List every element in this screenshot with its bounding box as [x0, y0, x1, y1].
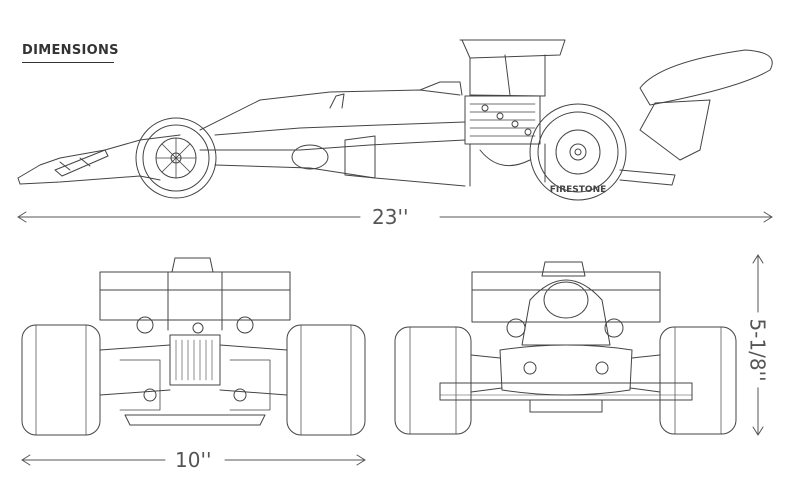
airbox-top	[459, 39, 566, 59]
front-wing	[54, 149, 109, 177]
rear-right-tire	[286, 324, 366, 436]
rear-view-airbox	[171, 257, 214, 273]
length-label: 23''	[366, 205, 415, 229]
exhaust-pipes	[469, 143, 546, 187]
width-label: 10''	[169, 448, 218, 472]
side-view: FIRESTONE	[17, 39, 773, 201]
front-view	[394, 261, 737, 435]
rear-wing	[639, 49, 773, 106]
rear-wing-endplate	[639, 99, 711, 161]
nose-upper-line	[17, 134, 181, 179]
page-title: DIMENSIONS	[22, 43, 119, 58]
body-bottom-line	[214, 164, 466, 187]
front-wheel-side	[135, 117, 217, 199]
tire-brand-label: FIRESTONE	[550, 185, 607, 195]
rear-wheel-side	[529, 103, 627, 201]
number-roundel	[291, 144, 329, 170]
radiator-grille	[169, 334, 221, 386]
rear-view-wing	[99, 271, 291, 321]
sidepod-inlet	[344, 135, 376, 179]
engine-block	[464, 95, 541, 145]
front-suspension	[470, 354, 661, 393]
front-left-tire	[394, 326, 472, 435]
front-wing-plane	[439, 382, 693, 401]
length-dimension-line	[17, 211, 773, 223]
rear-left-tire	[21, 324, 101, 436]
windscreen	[329, 93, 345, 109]
height-dimension-line	[752, 254, 764, 436]
front-view-cockpit	[521, 279, 611, 346]
width-dimension-line	[21, 454, 366, 466]
body-top-line	[199, 89, 461, 131]
rear-view	[21, 257, 366, 436]
front-view-nose	[499, 344, 633, 396]
height-label: 5-1/8''	[745, 312, 770, 388]
front-view-rear-wing	[471, 271, 661, 323]
front-right-tire	[659, 326, 737, 435]
title-underline	[22, 62, 114, 63]
rear-suspension	[99, 344, 288, 396]
front-view-airbox	[541, 261, 586, 277]
nose-lower-line	[17, 175, 161, 185]
